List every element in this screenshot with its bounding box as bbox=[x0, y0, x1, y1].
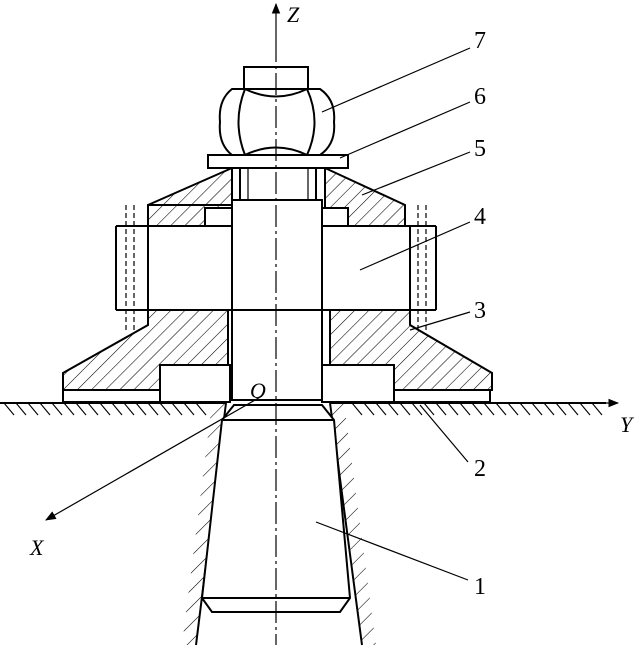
callout-7: 7 bbox=[474, 28, 486, 54]
ground-hatch-tick bbox=[15, 402, 27, 416]
ground-hatch-tick bbox=[399, 402, 411, 416]
lower-base bbox=[62, 309, 493, 403]
ground-hatch-tick bbox=[147, 402, 159, 416]
ground-hatch-tick bbox=[411, 402, 423, 416]
x-axis-label: X bbox=[29, 535, 45, 560]
ground-hatch-tick bbox=[123, 402, 135, 416]
ground-hatch-tick bbox=[87, 402, 99, 416]
ground-hatch-tick bbox=[435, 402, 447, 416]
callout-2: 2 bbox=[474, 456, 486, 482]
ground-hatch-tick bbox=[483, 402, 495, 416]
ground-hatch-tick bbox=[387, 402, 399, 416]
ground-hatch-tick bbox=[111, 402, 123, 416]
ground-hatch-tick bbox=[567, 402, 579, 416]
center-stud bbox=[231, 167, 323, 401]
y-axis-label: Y bbox=[620, 412, 635, 437]
callout-6: 6 bbox=[474, 84, 486, 110]
ground-hatch-tick bbox=[39, 402, 51, 416]
ground-hatch-tick bbox=[375, 402, 387, 416]
ground-hatch-tick bbox=[99, 402, 111, 416]
ground-hatch-tick bbox=[543, 402, 555, 416]
ground-hatch-tick bbox=[447, 402, 459, 416]
ground-hatch-tick bbox=[27, 402, 39, 416]
callouts: 7 6 5 4 3 2 1 bbox=[315, 28, 486, 600]
ground-hatch-tick bbox=[579, 402, 591, 416]
callout-5: 5 bbox=[474, 136, 486, 162]
washer bbox=[207, 154, 349, 169]
ground-hatch-tick bbox=[51, 402, 63, 416]
ground-hatch-tick bbox=[351, 402, 363, 416]
callout-4: 4 bbox=[474, 204, 486, 230]
ground-hatch-tick bbox=[423, 402, 435, 416]
hex-nut bbox=[218, 66, 336, 156]
ground-hatch-tick bbox=[459, 402, 471, 416]
ground-hatch-tick bbox=[555, 402, 567, 416]
ground-hatch-tick bbox=[471, 402, 483, 416]
ground-hatch-tick bbox=[507, 402, 519, 416]
ground-hatch-tick bbox=[63, 402, 75, 416]
callout-3: 3 bbox=[474, 298, 486, 324]
ground-hatch-tick bbox=[363, 402, 375, 416]
ground-hatch-tick bbox=[3, 402, 15, 416]
ground-hatch-tick bbox=[171, 402, 183, 416]
origin-label: O bbox=[250, 378, 266, 403]
ground-hatch-tick bbox=[75, 402, 87, 416]
ground-hatch-tick bbox=[591, 402, 603, 416]
callout-1: 1 bbox=[474, 574, 486, 600]
ground-hatch-tick bbox=[519, 402, 531, 416]
ground-hatch-tick bbox=[183, 402, 195, 416]
ground-hatch-tick bbox=[195, 402, 207, 416]
ground-hatch-tick bbox=[495, 402, 507, 416]
z-axis-label: Z bbox=[287, 2, 300, 27]
ground-hatch-tick bbox=[531, 402, 543, 416]
x-axis-arrow bbox=[45, 395, 263, 521]
ground-hatch-tick bbox=[135, 402, 147, 416]
ground-hatch-tick bbox=[159, 402, 171, 416]
upper-clamp bbox=[147, 166, 406, 227]
